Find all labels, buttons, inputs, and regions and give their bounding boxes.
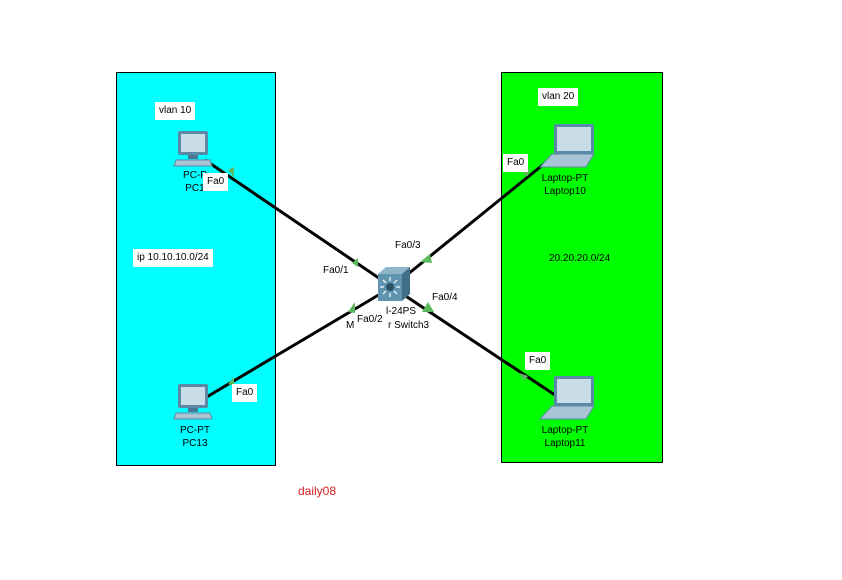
link-light-sw-fa04 (422, 302, 434, 312)
pc1-icon[interactable] (172, 130, 218, 170)
link-light-pc13 (228, 377, 234, 386)
link-laptop10-switch[interactable] (391, 153, 556, 289)
switch-icon[interactable] (376, 266, 412, 302)
network20-note[interactable]: 20.20.20.0/24 (549, 253, 611, 264)
pc1-label: PC-P PC1 (175, 169, 215, 195)
link-light-sw-fa03 (420, 254, 432, 263)
laptop10-name: Laptop10 (544, 186, 586, 197)
network10-note[interactable]: ip 10.10.10.0/24 (133, 249, 213, 267)
laptop10-model: Laptop-PT (541, 173, 589, 184)
link-light-sw-fa02 (348, 302, 355, 313)
switch-port-fa04: Fa0/4 (432, 292, 458, 303)
switch-name-label: r Switch3 (388, 320, 430, 331)
vlan10-note[interactable]: vlan 10 (155, 102, 196, 120)
link-pc13-switch[interactable] (204, 285, 393, 400)
laptop11-icon[interactable] (538, 375, 596, 421)
switch-extra-label: M (346, 320, 355, 331)
laptop11-port-label: Fa0 (525, 352, 551, 370)
laptop10-icon[interactable] (538, 123, 596, 169)
laptop10-label: Laptop-PT Laptop10 (535, 172, 595, 198)
switch-port-fa01: Fa0/1 (323, 265, 349, 276)
switch-port-fa02: Fa0/2 (357, 314, 383, 325)
laptop11-name: Laptop11 (544, 438, 586, 449)
pc13-name: PC13 (182, 438, 208, 449)
switch-port-fa03: Fa0/3 (395, 240, 421, 251)
diagram-title[interactable]: daily08 (298, 484, 337, 498)
vlan20-note[interactable]: vlan 20 (538, 88, 579, 106)
link-pc1-switch[interactable] (204, 158, 393, 289)
pc13-icon[interactable] (172, 383, 218, 423)
laptop11-label: Laptop-PT Laptop11 (535, 424, 595, 450)
pc1-model: PC-P (183, 170, 207, 181)
pc13-port-label: Fa0 (232, 384, 258, 402)
laptop10-port-label: Fa0 (503, 154, 529, 172)
pc13-label: PC-PT PC13 (170, 424, 220, 450)
pc13-model: PC-PT (180, 425, 210, 436)
link-laptop11-switch[interactable] (391, 285, 556, 397)
link-light-laptop11 (519, 373, 528, 381)
switch-model-label: l-24PS (386, 306, 417, 317)
pc1-port-label: Fa0 (203, 173, 229, 191)
laptop11-model: Laptop-PT (541, 425, 589, 436)
link-light-sw-fa01 (352, 258, 358, 267)
pc1-name: PC1 (185, 183, 205, 194)
link-light-pc1 (228, 167, 234, 177)
